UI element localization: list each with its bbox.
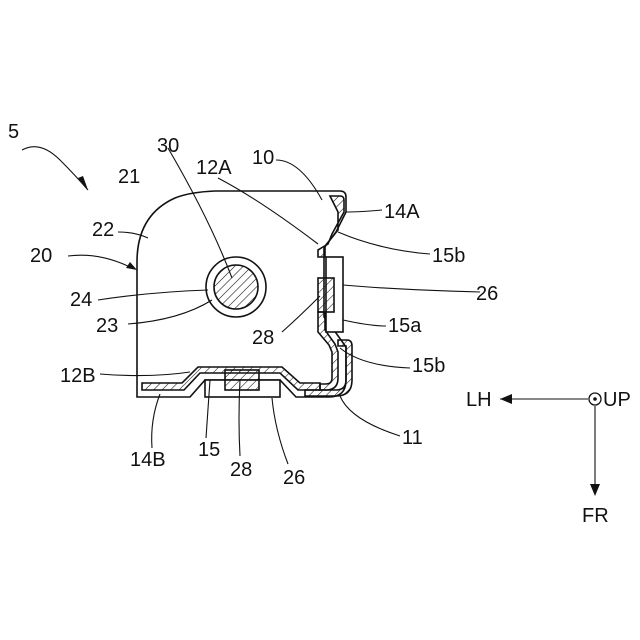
label-23: 23 [96, 315, 118, 337]
leader-5 [22, 147, 88, 190]
axis-lh-arrow [500, 394, 512, 404]
label-15a: 15a [388, 315, 422, 337]
label-26-bottom: 26 [283, 467, 305, 489]
label-12A: 12A [196, 157, 232, 179]
label-12B: 12B [60, 365, 96, 387]
label-26-right: 26 [476, 283, 498, 305]
leader-15a [343, 320, 386, 326]
label-15b-bottom: 15b [412, 355, 445, 377]
label-21: 21 [118, 166, 140, 188]
bolt-hole [214, 265, 258, 309]
leader-26-right [343, 285, 480, 292]
axis-label-up: UP [603, 389, 631, 411]
label-11: 11 [402, 427, 423, 449]
leader-20 [68, 255, 132, 268]
label-15: 15 [198, 439, 220, 461]
label-15b-top: 15b [432, 245, 465, 267]
label-28-right: 28 [252, 327, 274, 349]
label-24: 24 [70, 289, 92, 311]
leader-14B [152, 394, 160, 448]
nut-right [318, 278, 334, 312]
label-10: 10 [252, 147, 274, 169]
label-30: 30 [157, 135, 179, 157]
leader-11 [340, 396, 400, 436]
leader-26-bottom [272, 398, 288, 464]
arrow-20 [126, 262, 137, 270]
leader-14A [346, 210, 382, 212]
nut-bottom [225, 370, 259, 390]
axis-up-dot [593, 397, 597, 401]
label-28-bottom: 28 [230, 459, 252, 481]
leader-28-bottom [239, 380, 240, 456]
leader-15b-top [338, 232, 430, 254]
label-14B: 14B [130, 449, 166, 471]
axis-label-fr: FR [582, 505, 609, 527]
axis-label-lh: LH [466, 389, 492, 411]
label-22: 22 [92, 219, 114, 241]
axis-fr-arrow [590, 484, 600, 496]
label-20: 20 [30, 245, 52, 267]
label-5: 5 [8, 121, 19, 143]
arrow-5 [78, 176, 88, 190]
label-14A: 14A [384, 201, 420, 223]
